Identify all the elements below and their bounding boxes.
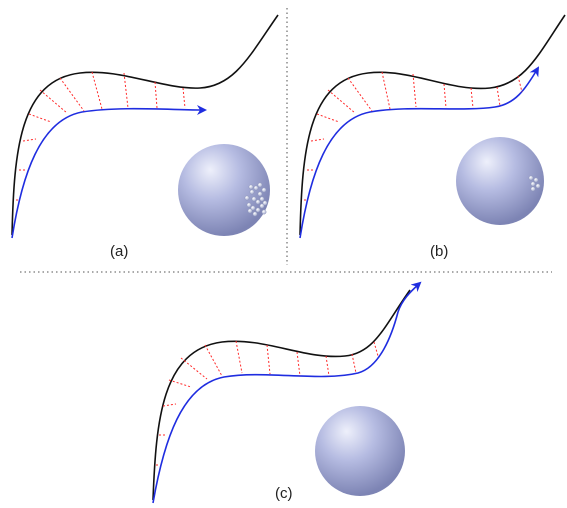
panel-a-reference-curve <box>11 14 279 236</box>
panel-b-trajectory <box>299 66 540 239</box>
panel-c-label: (c) <box>275 485 293 502</box>
panel-a-label: (a) <box>110 243 128 260</box>
panel-a-connectors <box>16 71 186 201</box>
panel-a-particle-cluster <box>244 182 268 217</box>
panel-b-sphere <box>456 137 544 225</box>
panel-c-reference-curve <box>152 289 411 501</box>
panel-b: (b) <box>299 14 566 260</box>
panel-c-connectors <box>156 340 379 466</box>
panel-b-label: (b) <box>430 243 448 260</box>
panel-b-particle-cluster <box>528 175 541 192</box>
panel-b-connectors <box>304 71 523 201</box>
panel-a: (a) <box>11 14 279 260</box>
panel-b-reference-curve <box>299 14 566 236</box>
panel-c-trajectory <box>152 281 422 504</box>
panel-a-trajectory <box>11 104 207 239</box>
panel-c: (c) <box>152 281 422 504</box>
panel-c-sphere <box>315 406 405 496</box>
panel-a-sphere <box>178 144 270 236</box>
